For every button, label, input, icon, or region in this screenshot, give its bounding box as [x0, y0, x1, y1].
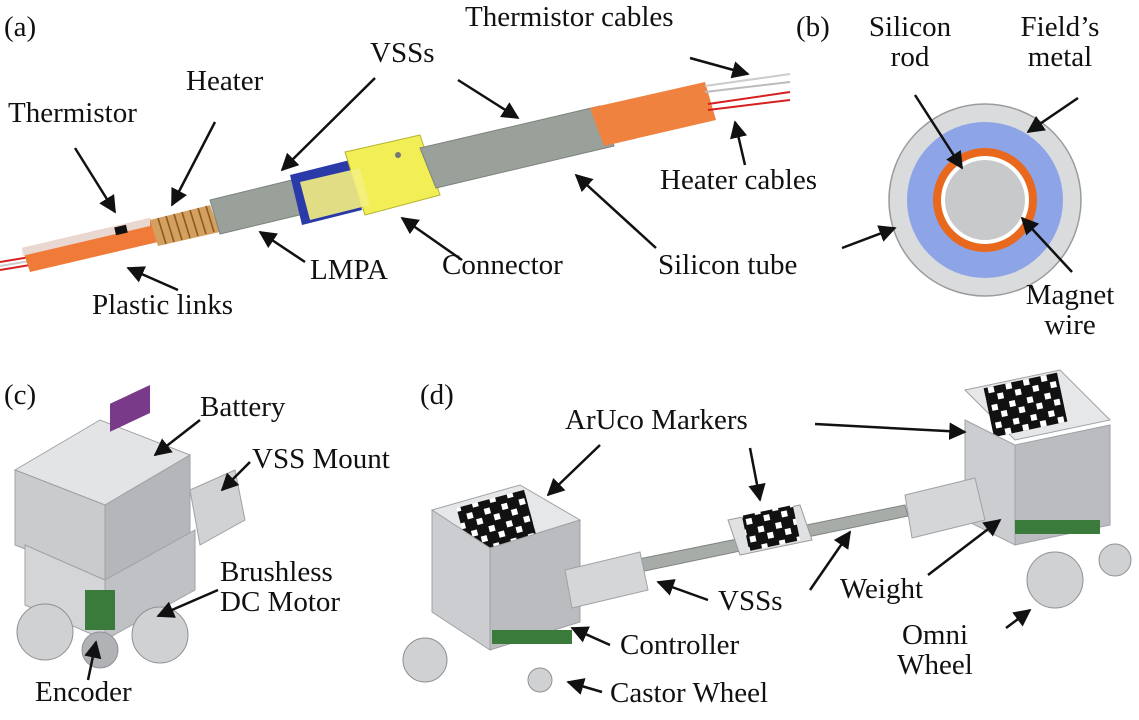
label-omni-line1: Omni	[901, 619, 969, 651]
label-lmpa: LMPA	[310, 254, 388, 286]
plastic-link	[22, 218, 158, 272]
label-controller: Controller	[620, 629, 740, 661]
vss-assembly	[0, 73, 791, 272]
robot-module	[13, 385, 246, 669]
right-cables	[704, 73, 791, 111]
panel-c-tag: (c)	[4, 379, 37, 411]
label-silicon-tube: Silicon tube	[658, 249, 798, 281]
label-battery: Battery	[200, 391, 286, 423]
label-aruco-markers: ArUco Markers	[565, 404, 748, 436]
left-module	[402, 484, 649, 693]
panel-b-arrows	[841, 94, 1079, 273]
label-silicon-rod: Silicon rod	[850, 12, 970, 73]
label-vsss-a: VSSs	[370, 37, 435, 69]
label-fields-metal: Field’s metal	[1000, 12, 1120, 73]
label-omni-wheel: Omni Wheel	[880, 620, 990, 681]
label-vsss-d: VSSs	[718, 585, 783, 617]
silicon-tube-segment-2	[419, 105, 615, 189]
label-heater-cables: Heater cables	[660, 164, 817, 196]
panel-a-tag: (a)	[4, 11, 37, 43]
label-fields-metal-line2: metal	[1027, 41, 1093, 74]
label-magnet-wire-line1: Magnet	[1025, 279, 1115, 311]
vss-mount-part	[189, 469, 246, 546]
label-thermistor: Thermistor	[8, 97, 137, 129]
label-weight: Weight	[840, 573, 924, 605]
orange-end-tube	[590, 82, 716, 146]
label-magnet-wire-line2: wire	[1044, 309, 1096, 342]
left-omni-wheel	[402, 637, 448, 683]
label-plastic-links: Plastic links	[92, 289, 233, 321]
heater-coil	[150, 205, 220, 246]
castor-wheel	[527, 667, 553, 693]
omni-wheel-left	[16, 603, 74, 661]
panel-d-arrows	[546, 422, 1032, 695]
label-heater: Heater	[186, 65, 264, 97]
right-module	[904, 369, 1132, 609]
label-silicon-rod-line2: rod	[890, 41, 930, 74]
encoder-disc	[81, 631, 119, 669]
thermistor-body	[114, 224, 128, 236]
label-brushless-line2: DC Motor	[220, 586, 341, 619]
panel-c-arrows	[84, 419, 251, 681]
panel-b-tag: (b)	[796, 11, 830, 43]
label-connector: Connector	[442, 249, 563, 281]
label-vss-mount: VSS Mount	[252, 443, 390, 475]
panel-a-arrows	[73, 56, 750, 292]
connector	[290, 134, 441, 225]
label-silicon-rod-line1: Silicon	[868, 11, 952, 43]
label-brushless-line1: Brushless	[220, 556, 333, 588]
label-magnet-wire: Magnet wire	[1010, 280, 1130, 341]
label-thermistor-cables: Thermistor cables	[465, 1, 674, 33]
label-encoder: Encoder	[35, 676, 132, 708]
label-fields-metal-line1: Field’s	[1020, 11, 1100, 43]
full-robot	[402, 369, 1132, 693]
panel-d-tag: (d)	[420, 379, 454, 411]
battery-block	[110, 385, 150, 432]
label-castor-wheel: Castor Wheel	[610, 677, 769, 709]
label-omni-line2: Wheel	[897, 649, 973, 682]
cross-section	[888, 103, 1082, 297]
middle-marker-block	[727, 504, 813, 556]
label-brushless-motor: Brushless DC Motor	[220, 557, 340, 618]
right-omni-wheel	[1026, 551, 1084, 609]
